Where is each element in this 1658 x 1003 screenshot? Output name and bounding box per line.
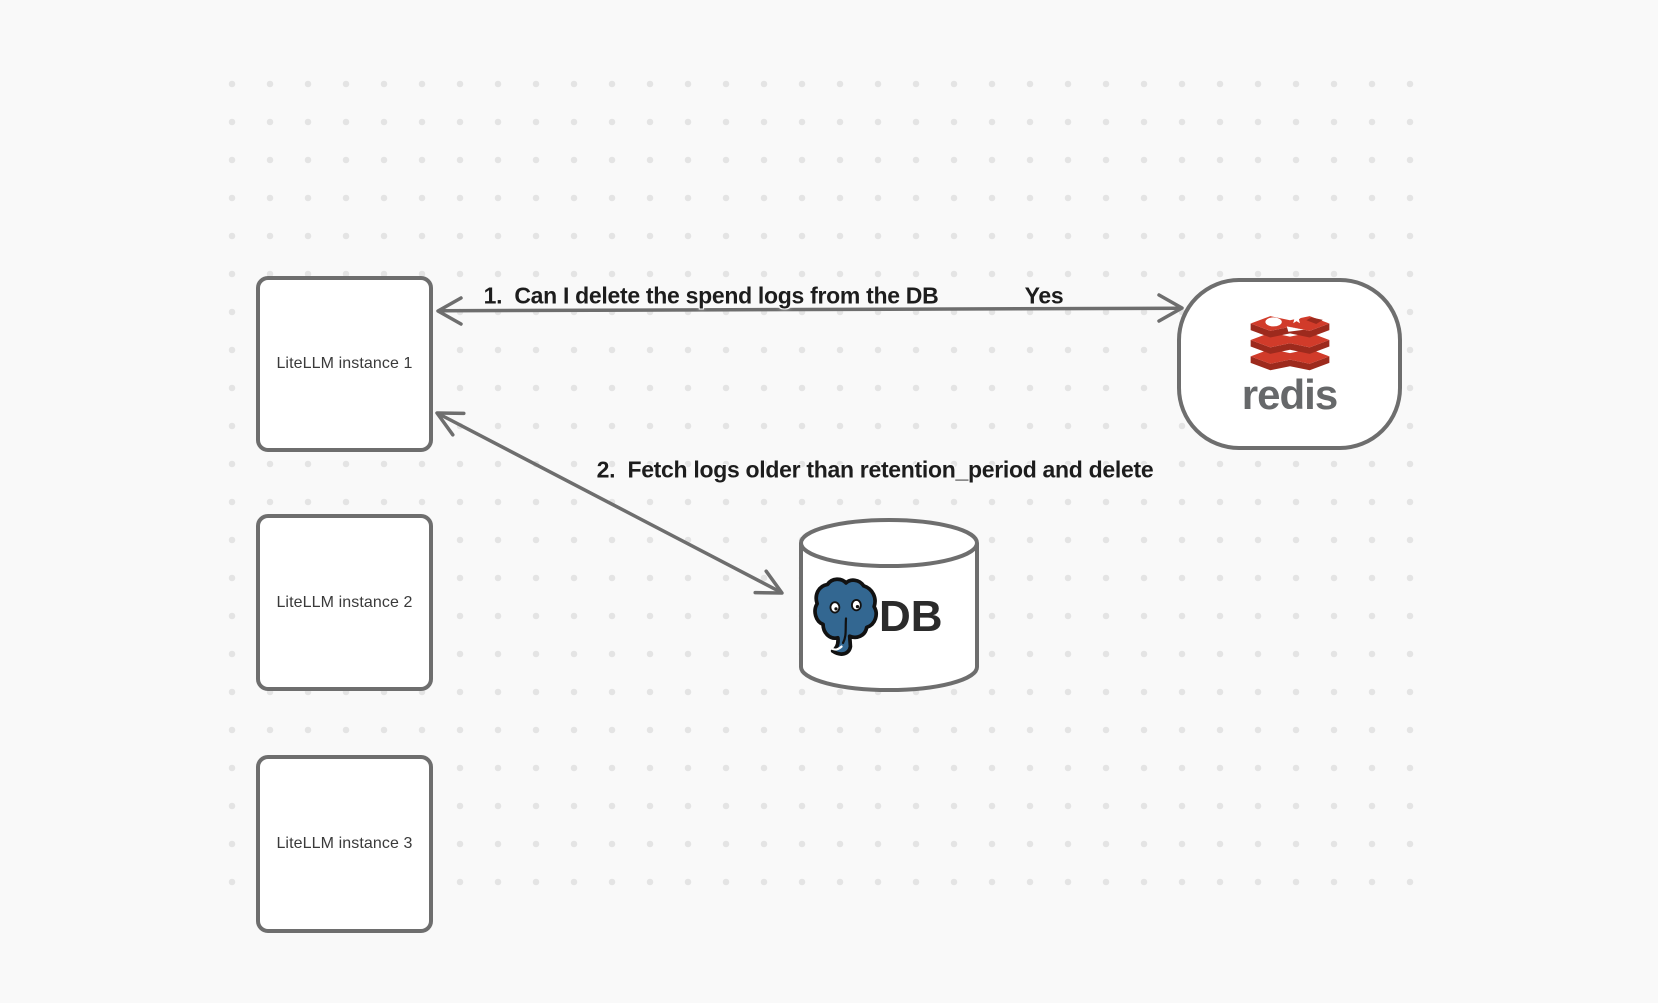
arrow1-response-label[interactable]: Yes [1024, 282, 1064, 309]
arrow1-label[interactable]: 1. Can I delete the spend logs from the … [483, 282, 939, 309]
node-litellm-instance-2[interactable]: LiteLLM instance 2 [256, 514, 433, 691]
redis-wordmark: redis [1241, 371, 1338, 418]
node-litellm-instance-2-label: LiteLLM instance 2 [276, 593, 413, 611]
redis-logo-icon [1250, 312, 1329, 371]
arrow2-label[interactable]: 2. Fetch logs older than retention_perio… [596, 456, 1154, 483]
node-litellm-instance-1[interactable]: LiteLLM instance 1 [256, 276, 433, 452]
node-db-cylinder[interactable]: DB [797, 516, 981, 694]
postgresql-elephant-icon [813, 577, 878, 656]
node-redis[interactable]: redis [1177, 278, 1402, 450]
node-litellm-instance-3[interactable]: LiteLLM instance 3 [256, 755, 433, 933]
arrow-instance1-to-db[interactable] [435, 411, 784, 595]
db-label: DB [879, 592, 943, 641]
db-content: DB [809, 574, 943, 660]
node-litellm-instance-1-label: LiteLLM instance 1 [276, 355, 413, 372]
node-litellm-instance-3-label: LiteLLM instance 3 [276, 835, 413, 852]
